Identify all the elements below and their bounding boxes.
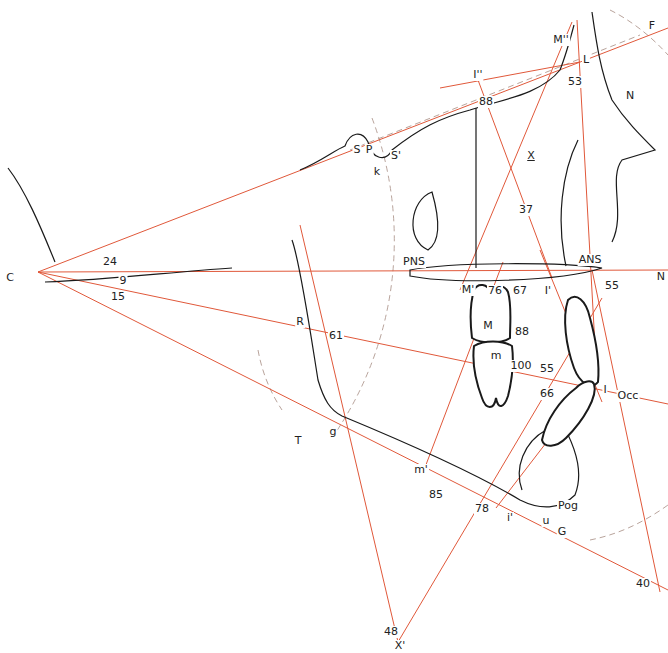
point-label: I <box>602 384 607 396</box>
point-label: 15 <box>110 291 126 303</box>
point-label: 48 <box>383 626 399 638</box>
point-label: N <box>625 90 635 102</box>
point-label: Pog <box>557 500 579 512</box>
point-label: N <box>656 271 666 283</box>
point-label: M' <box>461 284 476 296</box>
point-label: T <box>294 435 303 447</box>
arc <box>610 10 668 55</box>
point-label: S <box>353 144 362 156</box>
line <box>38 28 668 272</box>
point-label: 85 <box>428 489 444 501</box>
soft-tissue-profile <box>592 12 655 242</box>
point-label: X' <box>394 640 407 652</box>
point-label: 88 <box>478 96 494 108</box>
line <box>592 270 660 592</box>
point-label: M <box>482 320 494 332</box>
point-label: m <box>490 350 503 362</box>
arc <box>258 350 282 410</box>
point-label: i' <box>506 512 514 524</box>
point-label: 76 <box>487 285 503 297</box>
point-label: 53 <box>567 76 583 88</box>
skull-base <box>8 168 55 262</box>
point-label: 24 <box>102 256 118 268</box>
anatomy-outline <box>8 12 655 507</box>
point-label: M'' <box>552 34 570 46</box>
point-label: 100 <box>510 360 533 372</box>
point-label: 37 <box>518 204 534 216</box>
point-label: 88 <box>514 326 530 338</box>
line <box>478 80 552 278</box>
point-label: L <box>582 54 590 66</box>
point-label: 55 <box>604 280 620 292</box>
palate <box>410 264 602 281</box>
skull-base <box>45 268 232 282</box>
line <box>38 272 668 404</box>
point-label: P <box>365 144 374 156</box>
point-label: 9 <box>119 275 128 287</box>
line <box>440 62 580 88</box>
line <box>496 378 596 508</box>
point-label: 55 <box>539 363 555 375</box>
upper-molar <box>471 285 511 343</box>
point-label: m' <box>413 464 429 476</box>
construction-lines <box>38 20 668 642</box>
point-label: I'' <box>472 69 483 81</box>
arc <box>336 118 394 432</box>
point-label: u <box>542 515 551 527</box>
point-label: g <box>329 426 338 438</box>
teeth <box>471 285 599 446</box>
upper-incisor <box>565 297 598 386</box>
point-label: 67 <box>512 285 528 297</box>
point-label: 40 <box>635 578 651 590</box>
line <box>38 272 668 590</box>
point-label: R <box>295 316 305 328</box>
pterygomaxillary <box>475 108 476 268</box>
point-label: S' <box>390 150 402 162</box>
dashed-line <box>350 35 640 150</box>
point-label: 78 <box>474 503 490 515</box>
maxilla <box>561 140 578 266</box>
point-label: 61 <box>328 330 344 342</box>
point-label: k <box>373 166 381 178</box>
line <box>460 22 572 290</box>
point-label: I' <box>544 285 552 297</box>
fissure <box>413 192 438 250</box>
point-label: Occ <box>617 390 640 402</box>
line <box>38 270 668 272</box>
line <box>540 250 602 402</box>
point-label: PNS <box>402 256 426 268</box>
cranial-base <box>300 25 574 170</box>
point-label: X <box>526 150 536 162</box>
point-label: F <box>648 20 656 32</box>
arc <box>590 505 668 540</box>
point-label: 66 <box>539 388 555 400</box>
lower-molar <box>473 342 512 408</box>
point-label: C <box>5 272 15 284</box>
reference-arcs <box>258 10 668 540</box>
point-label: G <box>557 526 568 538</box>
point-label: ANS <box>578 254 603 266</box>
mandible <box>292 240 579 507</box>
